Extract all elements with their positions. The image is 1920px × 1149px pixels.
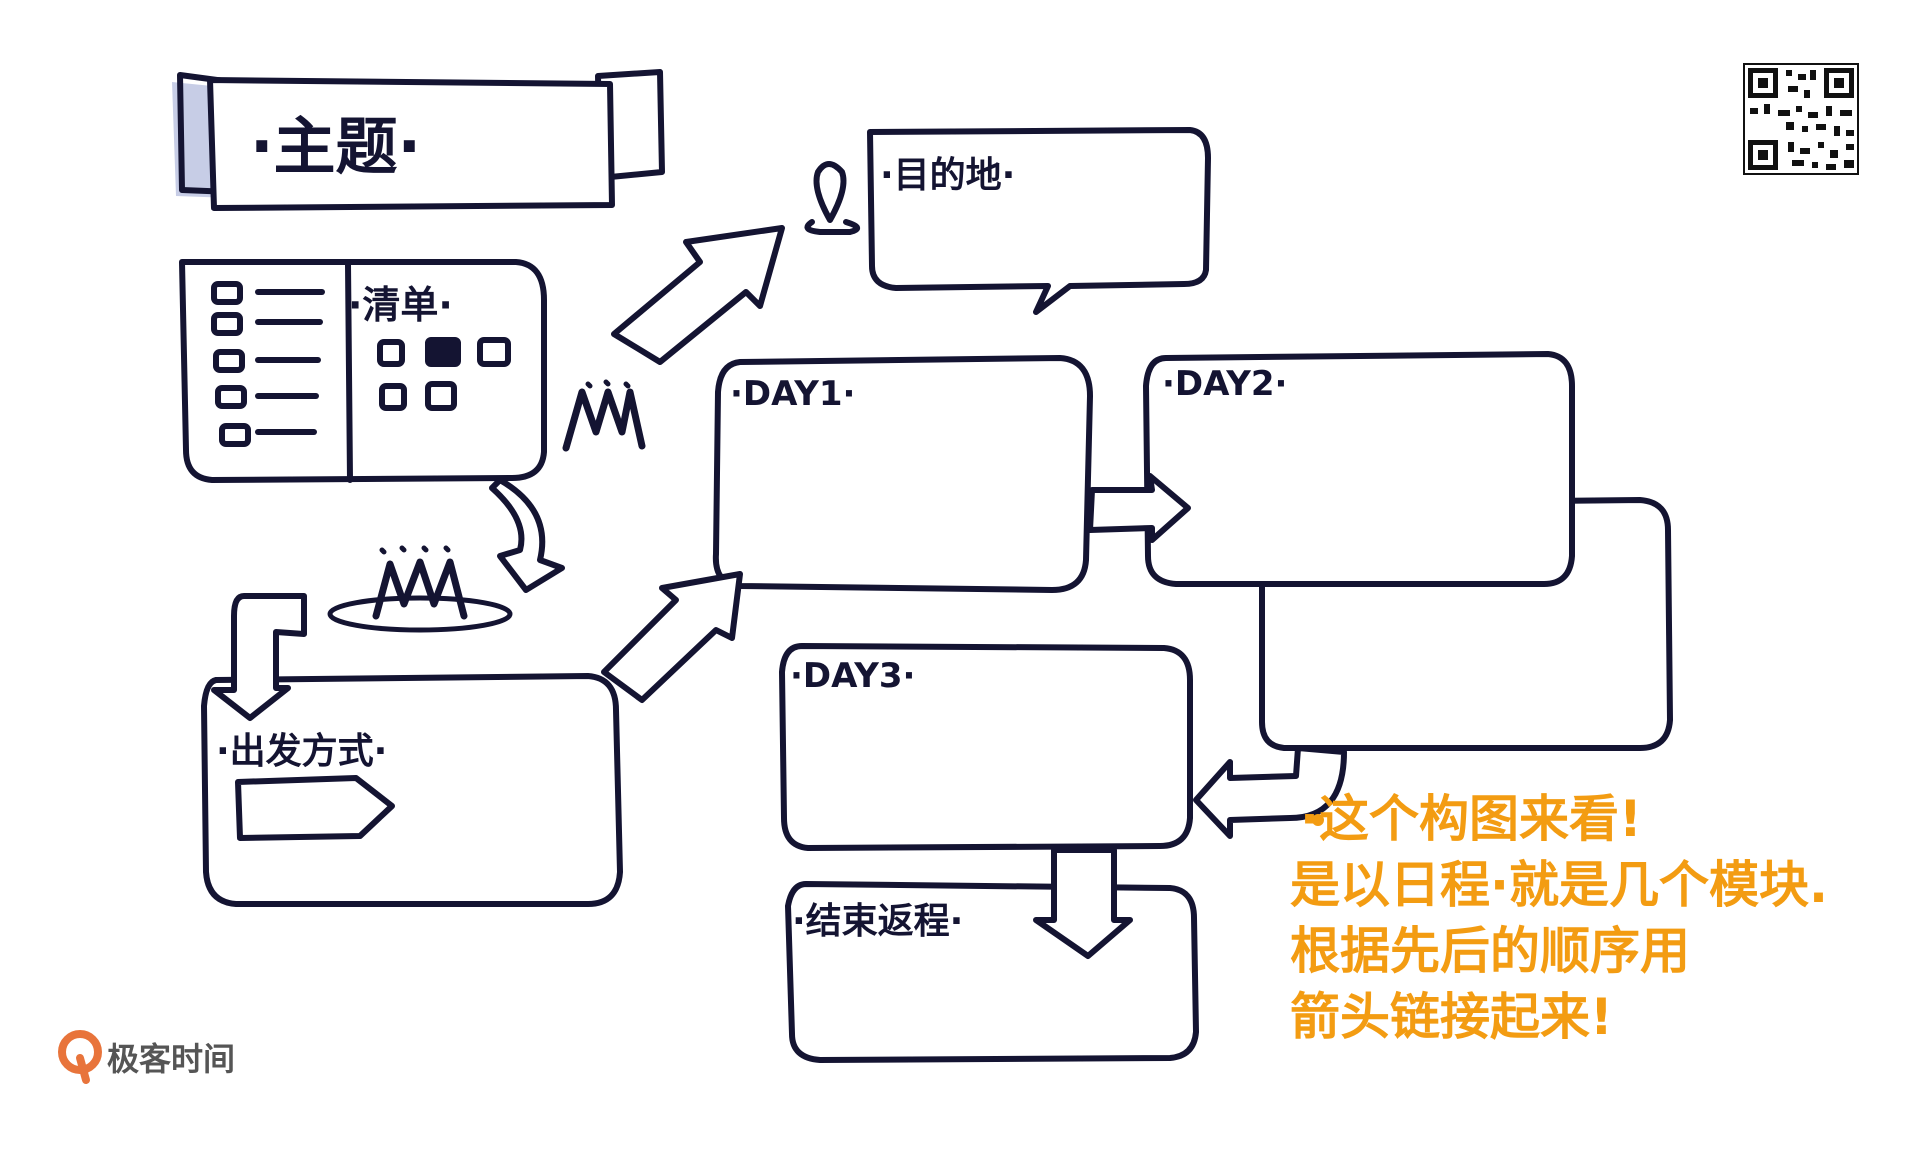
departure-box [201, 673, 623, 907]
day1-label: ·DAY1· [730, 374, 856, 414]
destination-label: ·目的地· [880, 155, 1016, 196]
checkbox-icon [211, 281, 243, 305]
title-banner [172, 69, 665, 211]
checkbox-icon [477, 337, 511, 367]
checklist-label: ·清单· [348, 283, 453, 327]
checkbox-icon [425, 381, 457, 411]
brand-name: 极客时间 [107, 1040, 236, 1078]
bullet-dot-icon [1312, 814, 1324, 826]
left-arrow-icon [1193, 745, 1347, 839]
departure-label: ·出发方式· [216, 731, 388, 772]
day2-label: ·DAY2· [1162, 364, 1288, 404]
note-line-4: 箭头链接起来! [1290, 988, 1613, 1046]
page-title: ·主题· [250, 110, 422, 183]
up-right-arrow-icon [601, 571, 743, 703]
down-left-arrow-icon [211, 593, 307, 721]
location-pin-icon [804, 161, 860, 235]
note-line-2: 是以日程·就是几个模块. [1290, 856, 1828, 914]
day2-box [1143, 351, 1575, 587]
checkbox-icon [215, 385, 247, 409]
checkbox-icon [213, 349, 245, 373]
crowd-doodle-icon [327, 379, 646, 633]
right-arrow-icon [1087, 473, 1191, 543]
return-label: ·结束返程· [792, 901, 964, 942]
up-right-arrow-icon [611, 225, 785, 365]
day3-box [779, 643, 1193, 851]
checkbox-icon [377, 339, 405, 367]
note-line-1: ·这个构图来看! [1300, 790, 1642, 848]
day1-box [712, 355, 1093, 593]
down-arrow-icon [1033, 847, 1133, 959]
checkbox-icon [219, 423, 251, 447]
destination-bubble [867, 127, 1211, 315]
day3-label: ·DAY3· [790, 656, 916, 696]
qr-code-icon [1743, 63, 1859, 175]
checkbox-icon [379, 383, 407, 411]
checklist-box [179, 259, 547, 483]
note-line-3: 根据先后的顺序用 [1290, 922, 1690, 980]
down-arrow-icon [489, 477, 565, 593]
checkbox-icon [211, 312, 243, 336]
checked-box-icon [425, 337, 461, 367]
ticket-tag-icon [235, 775, 395, 841]
brand-logo-icon [58, 1030, 102, 1084]
